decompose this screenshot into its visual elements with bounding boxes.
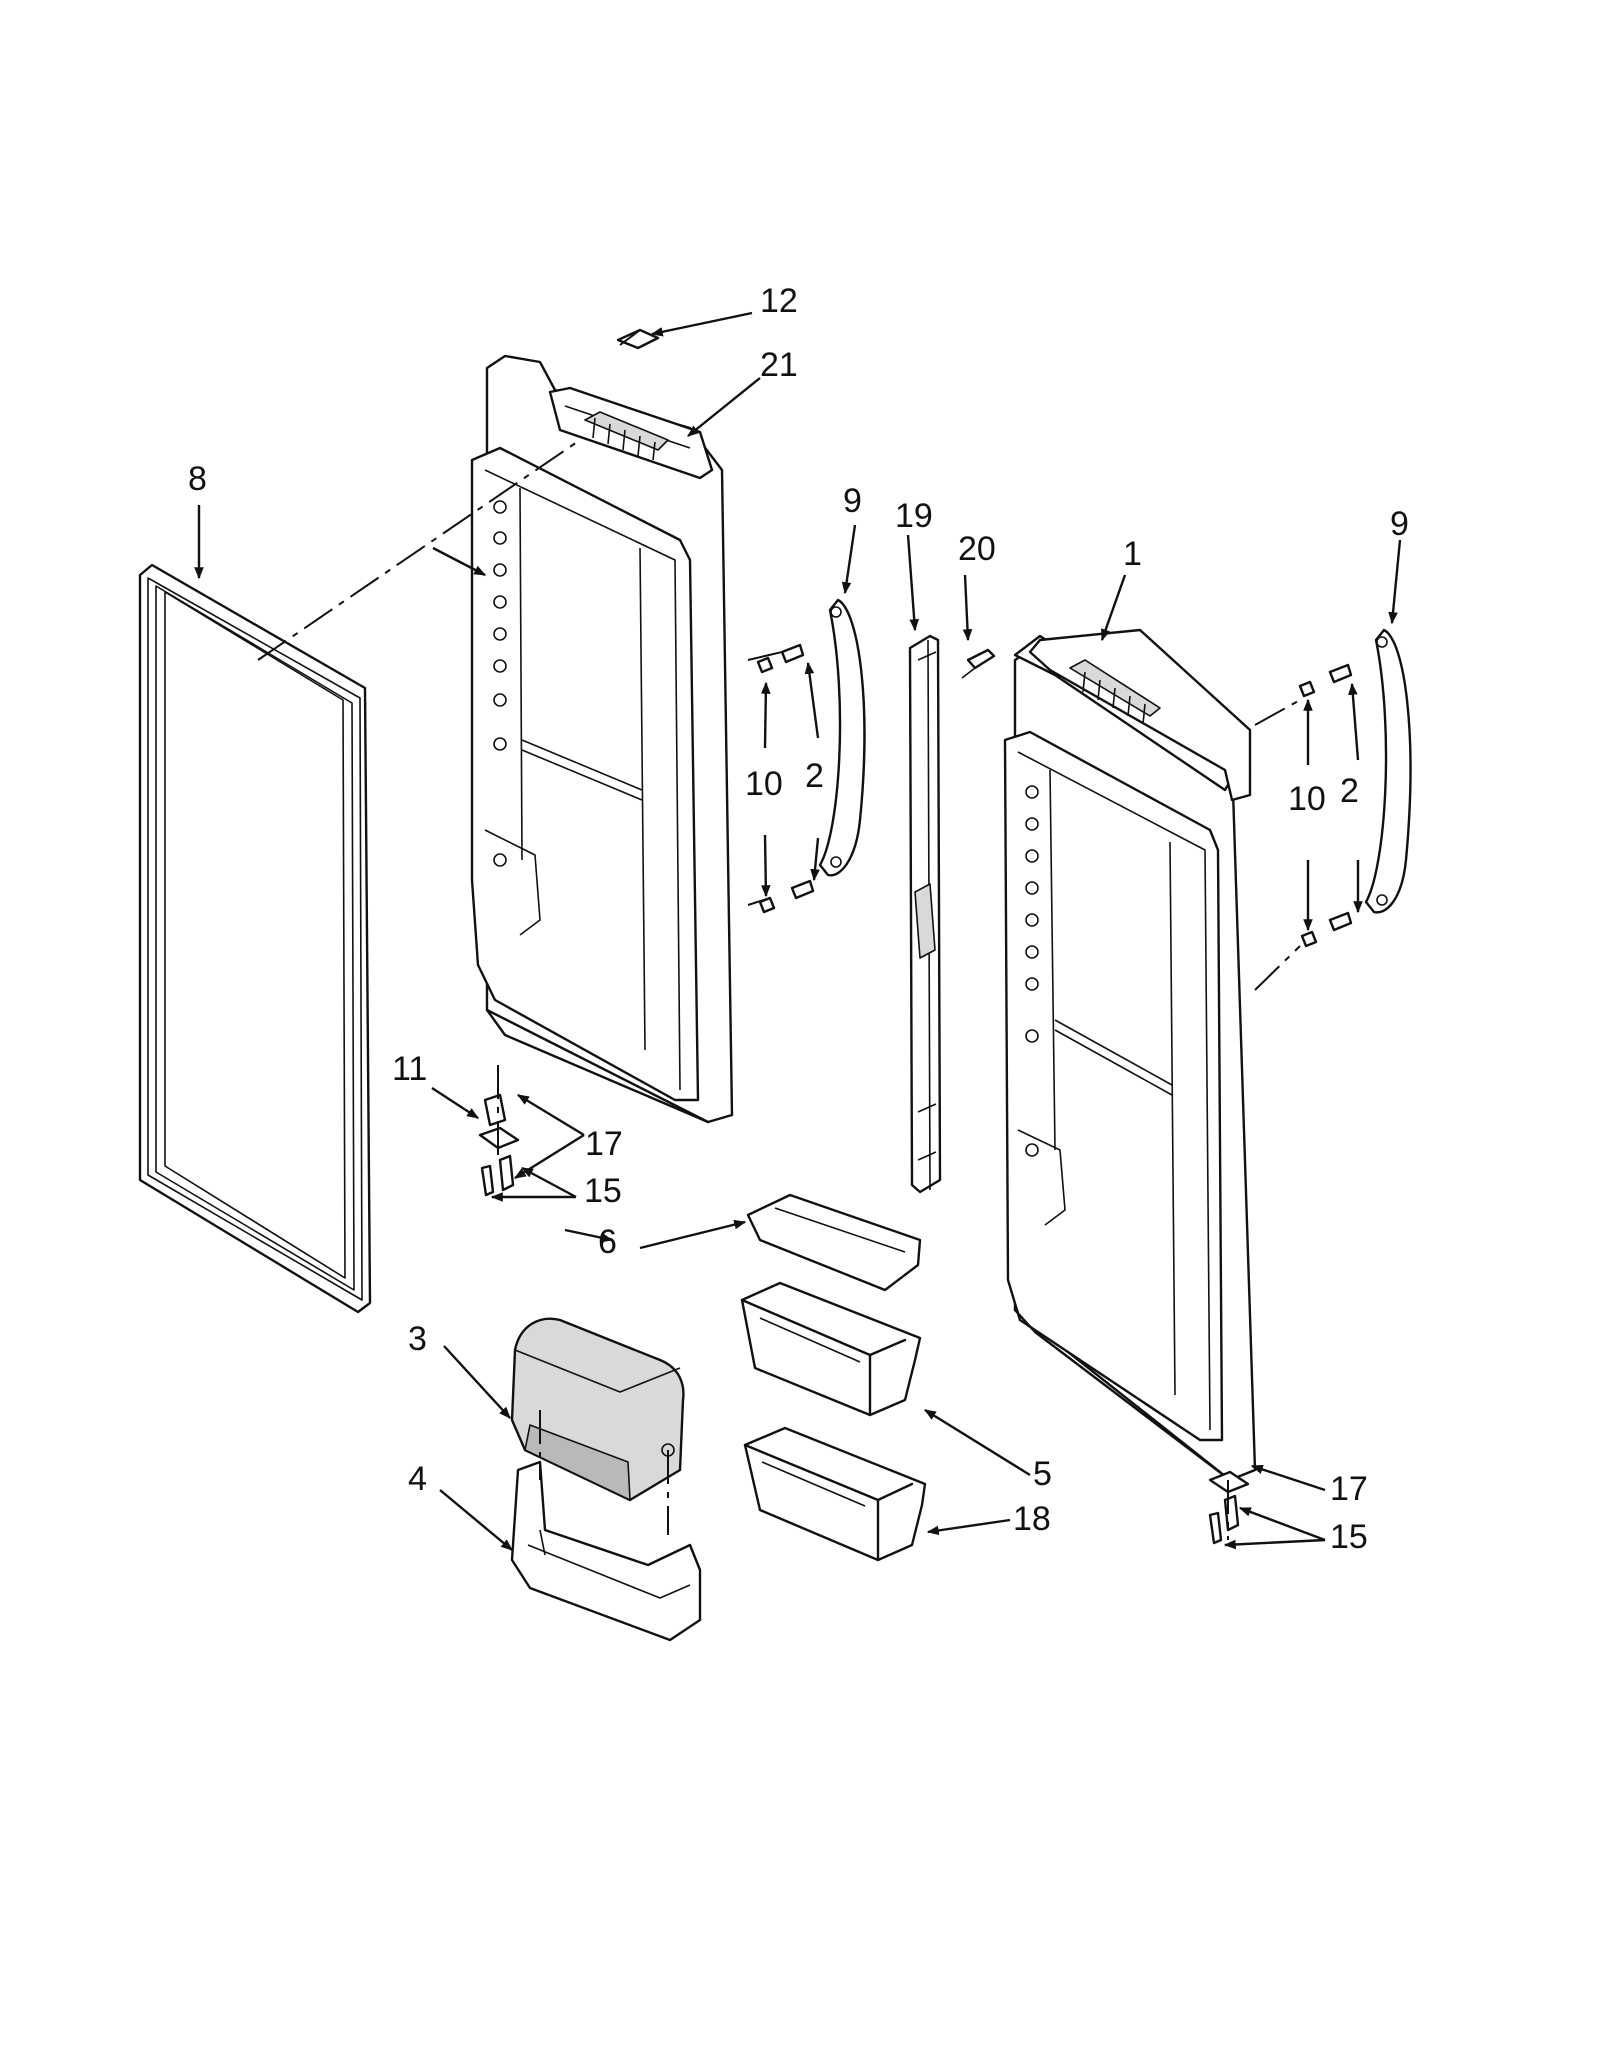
part-3-dairy-cover (510, 1317, 685, 1502)
callout-10-right: 10 (1288, 780, 1326, 818)
right-door-liner (1003, 628, 1257, 1482)
part-12-clip (616, 328, 660, 350)
callout-2-left: 2 (805, 757, 824, 795)
callout-12: 12 (760, 282, 798, 320)
leader-arrows (194, 311, 1402, 1551)
callout-9-left: 9 (843, 482, 862, 520)
callout-labels: 12 21 8 9 19 20 1 9 10 2 10 2 11 17 15 6… (188, 282, 1409, 1556)
part-20-screw (961, 648, 996, 679)
callout-1: 1 (1123, 535, 1142, 573)
callout-4: 4 (408, 1460, 427, 1498)
callout-20: 20 (958, 530, 996, 568)
left-door-liner (470, 354, 734, 1124)
callout-18: 18 (1013, 1500, 1051, 1538)
assembly-guide-lines (257, 329, 1301, 1540)
center-mullion (908, 634, 942, 1194)
callout-3: 3 (408, 1320, 427, 1358)
callout-17-left: 17 (585, 1125, 623, 1163)
part-5-door-bin (740, 1281, 922, 1417)
callout-9-right: 9 (1390, 505, 1409, 543)
left-handle-screws (756, 643, 815, 914)
part-4-dairy-bin (510, 1460, 702, 1642)
callout-17-right: 17 (1330, 1470, 1368, 1508)
part-18-door-bin (743, 1426, 927, 1562)
callout-5: 5 (1033, 1455, 1052, 1493)
right-handle-screws (1298, 663, 1353, 948)
callout-8: 8 (188, 460, 207, 498)
right-handle (1364, 628, 1412, 914)
callout-10-left: 10 (745, 765, 783, 803)
door-gasket (138, 563, 372, 1314)
callout-15-right: 15 (1330, 1518, 1368, 1556)
callout-2-right: 2 (1340, 772, 1359, 810)
left-door-top-vents (584, 411, 669, 461)
callout-21: 21 (760, 346, 798, 384)
left-handle (818, 598, 866, 877)
callout-15-left: 15 (584, 1172, 622, 1210)
part-6-shelf-lid (746, 1193, 922, 1292)
callout-6: 6 (598, 1223, 617, 1261)
callout-19: 19 (895, 497, 933, 535)
callout-11: 11 (392, 1050, 427, 1088)
